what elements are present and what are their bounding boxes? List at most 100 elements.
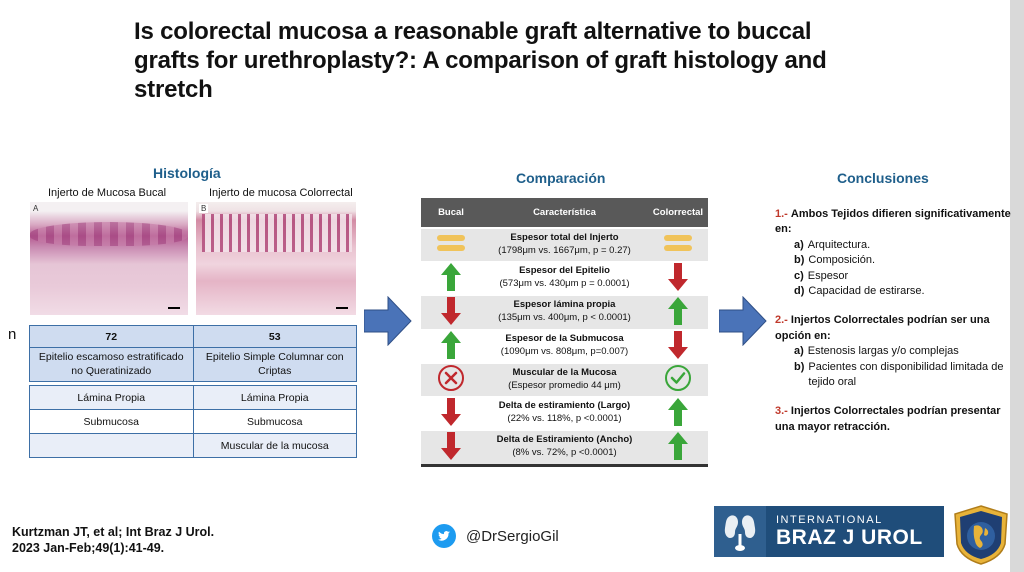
conclusion-number: 1.- xyxy=(775,208,788,220)
n-colorectal: 53 xyxy=(192,325,357,348)
up-arrow-icon xyxy=(668,296,688,325)
bucal-indicator xyxy=(421,396,481,431)
col-header-bucal: Bucal xyxy=(421,198,481,229)
crypts-texture xyxy=(202,214,352,252)
subitem-letter: a) xyxy=(794,238,804,251)
characteristic-cell: Espesor del Epitelio(573μm vs. 430μm p =… xyxy=(481,261,648,296)
right-edge-strip xyxy=(1010,0,1024,572)
up-arrow-icon xyxy=(668,397,688,426)
subitem-letter: d) xyxy=(794,284,805,297)
buccal-histology-image: A xyxy=(30,202,188,315)
subitem-letter: b) xyxy=(794,360,805,373)
colorrectal-indicator xyxy=(648,396,708,431)
conclusion-item: 2.- Injertos Colorrectales podrían ser u… xyxy=(775,313,1011,390)
conclusion-number: 3.- xyxy=(775,405,788,418)
up-arrow-icon xyxy=(441,330,461,359)
down-arrow-icon xyxy=(441,296,461,325)
colorrectal-indicator xyxy=(648,261,708,296)
histology-heading: Histología xyxy=(153,165,221,181)
table-row: Muscular de la mucosa xyxy=(29,433,357,458)
bucal-indicator xyxy=(421,261,481,296)
scale-bar xyxy=(336,307,348,309)
twitter-handle-block[interactable]: @DrSergioGil xyxy=(432,524,559,548)
kidney-logo-icon xyxy=(714,506,766,557)
bucal-indicator xyxy=(421,228,481,262)
characteristic-detail: (Espesor promedio 44 μm) xyxy=(508,379,621,391)
bucal-indicator xyxy=(421,430,481,467)
equal-sign-icon xyxy=(437,235,465,252)
citation: Kurtzman JT, et al; Int Braz J Urol. 202… xyxy=(12,524,214,557)
conclusion-subitem: a) Estenosis largas y/o complejas xyxy=(775,344,1011,359)
comparison-row: Muscular de la Mucosa(Espesor promedio 4… xyxy=(421,363,708,397)
table-cell: Submucosa xyxy=(29,409,194,434)
bucal-indicator xyxy=(421,363,481,397)
col-header-caracteristica: Característica xyxy=(481,198,648,229)
conclusion-heading-text: Injertos Colorrectales podrían presentar… xyxy=(775,405,1001,433)
characteristic-name: Espesor lámina propia xyxy=(513,299,616,311)
characteristic-cell: Espesor lámina propia(135μm vs. 400μm, p… xyxy=(481,295,648,330)
characteristic-detail: (8% vs. 72%, p <0.0001) xyxy=(512,447,617,458)
table-cell: Muscular de la mucosa xyxy=(192,433,357,458)
characteristic-detail: (573μm vs. 430μm p = 0.0001) xyxy=(499,278,630,289)
characteristic-detail: (22% vs. 118%, p <0.0001) xyxy=(507,413,622,424)
int-braz-j-urol-logo: INTERNATIONAL BRAZ J UROL xyxy=(714,506,944,557)
comparison-row: Espesor del Epitelio(573μm vs. 430μm p =… xyxy=(421,261,708,296)
table-cell xyxy=(29,433,194,458)
characteristic-name: Espesor total del Injerto xyxy=(510,231,619,243)
subitem-text: Capacidad de estirarse. xyxy=(808,284,925,297)
equal-sign-icon xyxy=(664,235,692,252)
subitem-text: Espesor xyxy=(807,269,849,282)
conclusion-subitem: c)Espesor xyxy=(775,269,1011,284)
colorrectal-indicator xyxy=(648,295,708,330)
colorrectal-indicator xyxy=(648,228,708,262)
logo-line-2: BRAZ J UROL xyxy=(776,525,923,549)
n-label: n xyxy=(8,326,17,343)
subitem-text: Arquitectura. xyxy=(807,238,871,251)
comparison-row: Espesor de la Submucosa(1090μm vs. 808μm… xyxy=(421,329,708,364)
conclusion-subitem: b)Composición. xyxy=(775,253,1011,268)
subitem-letter: b) xyxy=(794,254,805,267)
conclusion-subitem: b)Pacientes con disponibilidad limitada … xyxy=(775,360,1011,391)
down-arrow-icon xyxy=(668,330,688,359)
table-cell: Lámina Propia xyxy=(29,385,194,410)
colorrectal-indicator xyxy=(648,363,708,397)
conclusion-number: 2.- xyxy=(775,314,788,327)
confederacion-americana-urologia-seal xyxy=(954,505,1008,565)
conclusion-item: 1.- Ambos Tejidos difieren significativa… xyxy=(775,207,1011,299)
up-arrow-icon xyxy=(441,262,461,291)
comparison-heading: Comparación xyxy=(516,170,606,186)
n-buccal: 72 xyxy=(29,325,194,348)
characteristic-name: Delta de Estiramiento (Ancho) xyxy=(496,434,633,446)
bucal-indicator xyxy=(421,295,481,330)
conclusions-list: 1.- Ambos Tejidos difieren significativa… xyxy=(775,207,1011,449)
citation-line-2: 2023 Jan-Feb;49(1):41-49. xyxy=(12,541,165,556)
table-row: Lámina Propia Lámina Propia xyxy=(29,385,357,410)
characteristic-name: Delta de estiramiento (Largo) xyxy=(498,400,631,412)
comparison-row: Espesor total del Injerto(1798μm vs. 166… xyxy=(421,228,708,262)
down-arrow-icon xyxy=(441,397,461,426)
twitter-handle: @DrSergioGil xyxy=(466,527,559,545)
epithelium-texture xyxy=(30,222,188,246)
cross-circle-icon xyxy=(438,365,464,391)
scale-bar xyxy=(168,307,180,309)
characteristic-detail: (1798μm vs. 1667μm, p = 0.27) xyxy=(498,244,631,256)
comparison-row: Espesor lámina propia(135μm vs. 400μm, p… xyxy=(421,295,708,330)
citation-line-1: Kurtzman JT, et al; Int Braz J Urol. xyxy=(12,525,215,539)
characteristic-name: Espesor de la Submucosa xyxy=(505,333,624,345)
table-row: Submucosa Submucosa xyxy=(29,409,357,434)
characteristic-detail: (1090μm vs. 808μm, p=0.007) xyxy=(500,346,629,357)
image-a-label: Injerto de Mucosa Bucal xyxy=(48,187,167,199)
subitem-letter: c) xyxy=(794,269,804,282)
subitem-text: Composición. xyxy=(808,254,876,267)
table-cell: Submucosa xyxy=(192,409,357,434)
image-b-tag: B xyxy=(199,204,209,213)
histology-table: 72 53 Epitelio escamoso estratificado no… xyxy=(29,325,357,458)
flow-arrow-icon xyxy=(364,296,412,346)
conclusion-subitem: a)Arquitectura. xyxy=(775,238,1011,253)
characteristic-cell: Delta de estiramiento (Largo)(22% vs. 11… xyxy=(481,396,648,431)
characteristic-cell: Espesor de la Submucosa(1090μm vs. 808μm… xyxy=(481,329,648,364)
down-arrow-icon xyxy=(668,262,688,291)
characteristic-cell: Espesor total del Injerto(1798μm vs. 166… xyxy=(481,228,648,262)
image-a-tag: A xyxy=(33,204,39,213)
subitem-text: Pacientes con disponibilidad limitada de… xyxy=(808,360,1004,388)
